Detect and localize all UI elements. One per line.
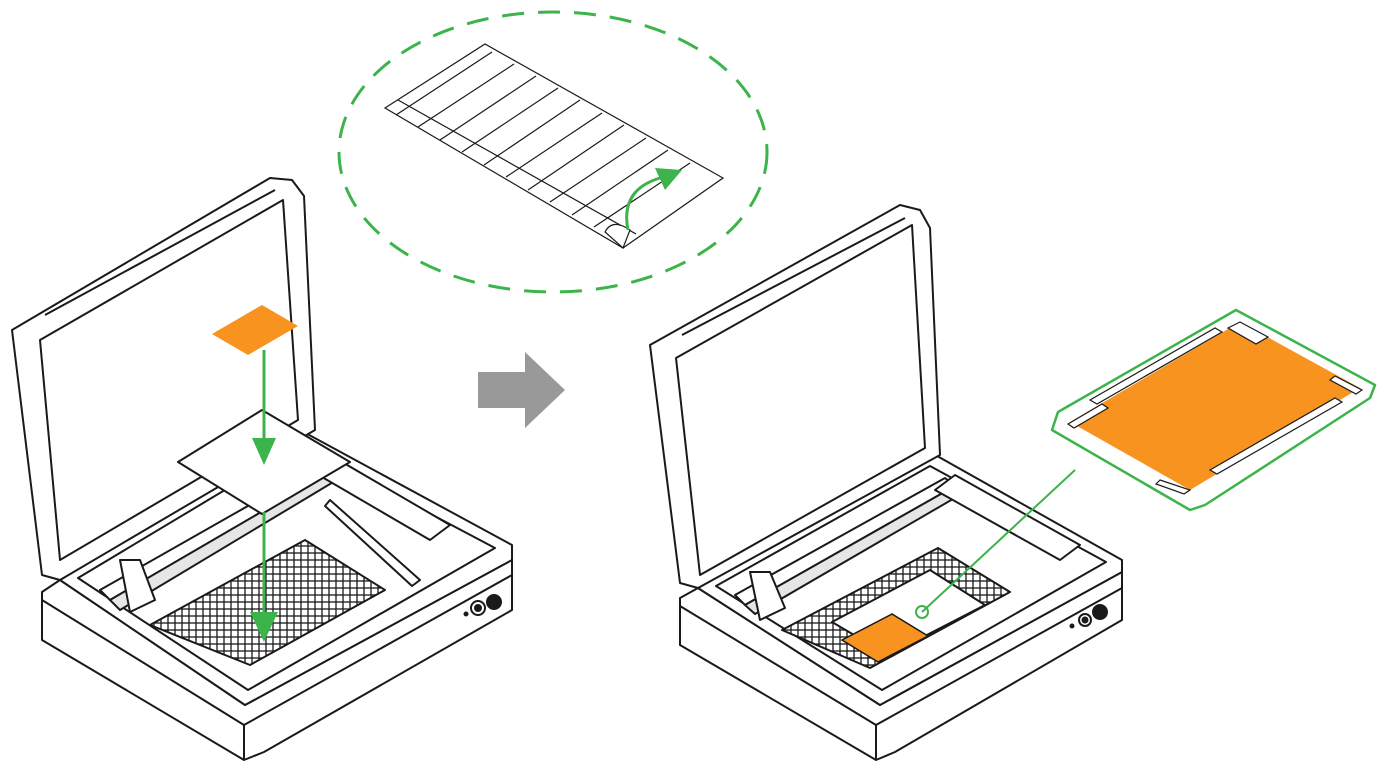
workpiece-on-bed <box>840 613 930 663</box>
tape-sheet-detail <box>383 43 725 250</box>
tape-strip <box>1208 397 1344 475</box>
curved-arrow-icon <box>655 168 682 190</box>
right-arrow-icon <box>478 352 565 428</box>
zoom-workpiece <box>1066 321 1364 495</box>
engraver-after <box>649 204 1123 761</box>
laser-head <box>119 559 156 613</box>
workpiece-orange <box>212 305 298 355</box>
knob-icon <box>486 594 502 610</box>
curved-arrow-line <box>625 176 661 231</box>
down-arrow-icon <box>252 438 276 465</box>
laser-head <box>749 571 786 621</box>
detail-callout <box>337 10 769 294</box>
honeycomb-bed <box>149 539 386 666</box>
knob-icon <box>1092 604 1108 620</box>
callout-leader-line <box>921 469 1076 613</box>
down-arrow-icon <box>250 612 278 642</box>
callout-anchor-icon <box>915 605 929 619</box>
tape-strip <box>1088 327 1224 405</box>
engraver-before <box>11 177 513 761</box>
